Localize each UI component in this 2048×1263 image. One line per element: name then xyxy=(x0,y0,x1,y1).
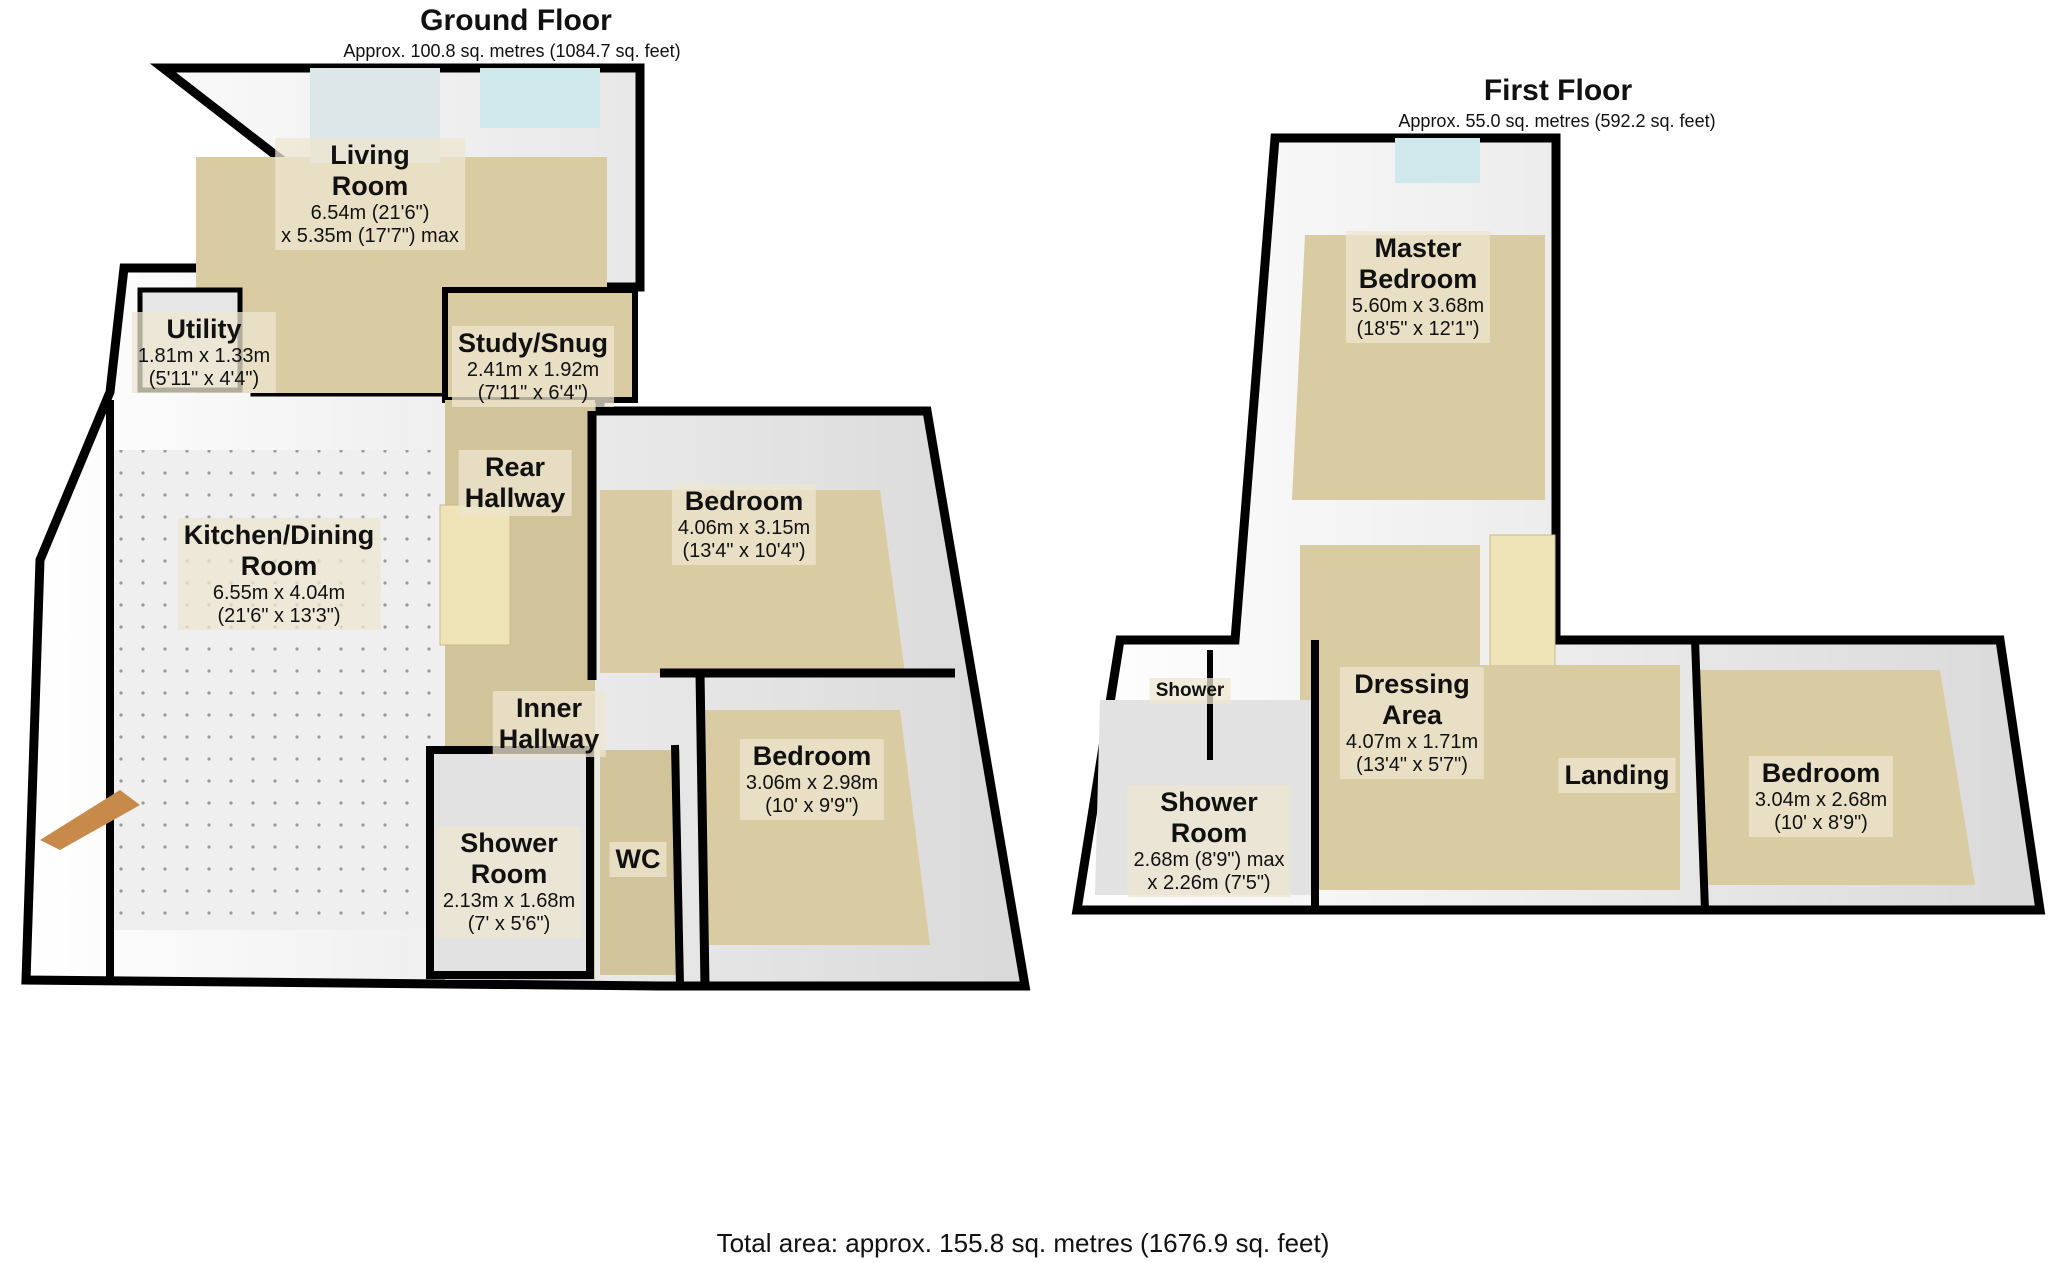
room-dimensions: (5'11" x 4'4") xyxy=(148,368,260,391)
room-name: Dressing xyxy=(1354,669,1470,699)
wall xyxy=(671,744,684,987)
room-dimensions: 2.13m x 1.68m xyxy=(442,890,576,913)
room-label-bedroom-2: Bedroom 3.06m x 2.98m (10' x 9'9") xyxy=(739,739,885,821)
total-area: Total area: approx. 155.8 sq. metres (16… xyxy=(716,1228,1330,1258)
room-dimensions: 2.41m x 1.92m xyxy=(466,359,600,382)
room-label-study-snug: Study/Snug 2.41m x 1.92m (7'11" x 6'4") xyxy=(452,326,614,408)
room-name: Shower xyxy=(1160,787,1258,817)
room-label-inner-hallway: Inner Hallway xyxy=(492,691,606,758)
window xyxy=(1395,138,1480,183)
room-name: Area xyxy=(1381,700,1443,731)
room-dimensions: (18'5" x 12'1") xyxy=(1356,318,1480,341)
room-name: Bedroom xyxy=(684,486,804,516)
room-label-first-floor-bedroom: Bedroom 3.04m x 2.68m (10' x 8'9") xyxy=(1748,756,1894,838)
room-name: Bedroom xyxy=(1358,264,1478,295)
room-label-rear-hallway: Rear Hallway xyxy=(458,450,572,517)
room-dimensions: 6.54m (21'6") xyxy=(310,202,430,225)
room-dimensions: (10' x 8'9") xyxy=(1774,812,1868,835)
room-name: Room xyxy=(331,171,409,202)
room-label-kitchen-dining: Kitchen/Dining Room 6.55m x 4.04m (21'6"… xyxy=(177,518,381,631)
room-name: WC xyxy=(615,844,661,874)
room-name: Inner xyxy=(515,693,582,723)
room-dimensions: (21'6" x 13'3") xyxy=(217,605,341,628)
ground-floor-area: Approx. 100.8 sq. metres (1084.7 sq. fee… xyxy=(343,41,681,61)
room-dimensions: 3.06m x 2.98m xyxy=(745,772,879,795)
room-name: Kitchen/Dining xyxy=(183,520,375,550)
room-name: Living xyxy=(330,140,410,170)
wall xyxy=(695,672,710,987)
front-door xyxy=(40,790,140,850)
room-label-shower-room: Shower Room 2.13m x 1.68m (7' x 5'6") xyxy=(436,826,582,939)
room-name: Landing xyxy=(1564,760,1670,790)
room-dimensions: (10' x 9'9") xyxy=(765,795,859,818)
room-name: Room xyxy=(1170,818,1248,849)
stairs xyxy=(439,504,511,646)
room-name: Hallway xyxy=(498,724,600,755)
room-dimensions: (7'11" x 6'4") xyxy=(477,382,589,405)
room-label-wc: WC xyxy=(609,842,667,878)
first-floor-area: Approx. 55.0 sq. metres (592.2 sq. feet) xyxy=(1398,111,1716,131)
wall xyxy=(1691,639,1709,911)
room-name: Study/Snug xyxy=(458,328,608,358)
room-label-shower: Shower xyxy=(1149,678,1231,704)
ground-floor-title: Ground Floor xyxy=(420,4,612,37)
first-floor-title: First Floor xyxy=(1483,74,1633,107)
room-name: Bedroom xyxy=(1761,758,1881,788)
room-label-dressing-area: Dressing Area 4.07m x 1.71m (13'4" x 5'7… xyxy=(1339,667,1485,780)
room-dimensions: (13'4" x 5'7") xyxy=(1356,754,1468,777)
room-label-living-room: Living Room 6.54m (21'6") x 5.35m (17'7"… xyxy=(275,138,465,251)
room-label-utility: Utility 1.81m x 1.33m (5'11" x 4'4") xyxy=(131,312,277,394)
room-name: Hallway xyxy=(464,483,566,514)
room-dimensions: 3.04m x 2.68m xyxy=(1754,789,1888,812)
room-dimensions: 2.68m (8'9") max xyxy=(1133,849,1285,872)
room-dimensions: 4.06m x 3.15m xyxy=(677,517,811,540)
room-dimensions: 6.55m x 4.04m xyxy=(212,582,346,605)
room-name: Room xyxy=(470,859,548,890)
room-label-master-bedroom: Master Bedroom 5.60m x 3.68m (18'5" x 12… xyxy=(1345,231,1491,344)
room-name: Master xyxy=(1374,233,1462,263)
room-dimensions: x 2.26m (7'5") xyxy=(1147,872,1271,895)
room-dimensions: 4.07m x 1.71m xyxy=(1345,731,1479,754)
window xyxy=(480,68,600,128)
room-name: Shower xyxy=(460,828,558,858)
room-name: Utility xyxy=(166,314,242,344)
room-dimensions: 1.81m x 1.33m xyxy=(137,345,271,368)
room-label-first-floor-shower-room: Shower Room 2.68m (8'9") max x 2.26m (7'… xyxy=(1127,785,1291,898)
room-dimensions: 5.60m x 3.68m xyxy=(1351,295,1485,318)
room-dimensions: x 5.35m (17'7") max xyxy=(281,225,459,248)
room-name: Rear xyxy=(484,452,546,482)
room-dimensions: (13'4" x 10'4") xyxy=(682,540,806,563)
room-dimensions: (7' x 5'6") xyxy=(467,913,551,936)
room-name: Bedroom xyxy=(752,741,872,771)
room-name: Room xyxy=(240,551,318,582)
room-name: Shower xyxy=(1155,680,1225,701)
room-label-bedroom-1: Bedroom 4.06m x 3.15m (13'4" x 10'4") xyxy=(671,484,817,566)
room-label-landing: Landing xyxy=(1558,758,1676,794)
